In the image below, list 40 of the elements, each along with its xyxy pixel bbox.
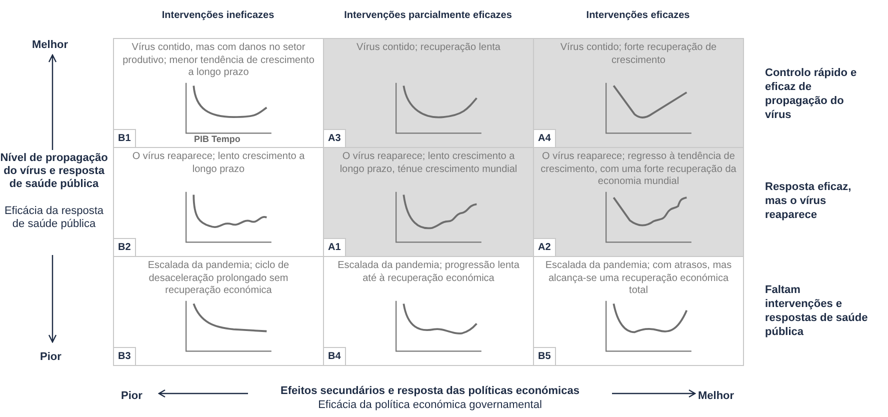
column-heading: Intervenções ineficazes — [160, 10, 276, 22]
scenario-text: Escalada da pandemia; ciclo de desaceleração prolongado sem recuperação económica — [146, 260, 290, 298]
scenario-text: Escalada da pandemia; com atrasos, mas alcança-se uma recuperação económica total — [544, 260, 733, 298]
scenario-cell — [323, 147, 534, 257]
column-heading: Intervenções parcialmente eficazes — [343, 10, 513, 22]
axis-title: Nível de propagação do vírus e resposta de saúde pública — [0, 152, 108, 191]
scenario-cell — [113, 38, 324, 148]
scenario-cell — [533, 256, 744, 366]
scenario-text: Vírus contido; forte recuperação de crescimento — [559, 42, 718, 67]
scenario-cell — [533, 147, 744, 257]
scenario-text: O vírus reaparece; lento crescimento a longo prazo — [131, 151, 306, 176]
row-label: Controlo rápido e eficaz de propagação do vírus — [765, 66, 858, 122]
row-label: Resposta eficaz, mas o vírus reaparece — [765, 180, 852, 222]
scenario-code: B4 — [324, 347, 346, 365]
scenario-cell — [533, 38, 744, 148]
axis-end-label: Melhor — [32, 38, 68, 53]
scenario-code: A1 — [324, 238, 346, 256]
scenario-text: Vírus contido; recuperação lenta — [356, 42, 502, 54]
scenario-code: A3 — [324, 129, 346, 147]
scenario-text: Escalada da pandemia; progressão lenta até à recuperação económica — [336, 260, 520, 285]
scenario-code: A4 — [534, 129, 556, 147]
scenario-text: Vírus contido, mas com danos no setor produtivo; menor tendência de crescimento a longo prazo — [122, 42, 316, 80]
scenario-text: O vírus reaparece; lento crescimento a longo prazo, ténue crescimento mundial — [338, 151, 518, 176]
axis-end-label: Pior — [121, 389, 142, 404]
scenario-cell — [323, 38, 534, 148]
axis-subtitle: Eficácia da resposta de saúde pública — [3, 205, 105, 231]
row-label: Faltam intervenções e respostas de saúde pública — [765, 283, 869, 339]
scenario-code: A2 — [534, 238, 556, 256]
column-heading: Intervenções eficazes — [585, 10, 691, 22]
axis-end-label: Pior — [40, 350, 62, 365]
scenario-code: B3 — [114, 347, 136, 365]
scenario-code: B2 — [114, 238, 136, 256]
scenario-code: B5 — [534, 347, 556, 365]
scenario-text: O vírus reaparece; regresso à tendência de crescimento, com uma forte recuperação da economia mundial — [540, 151, 737, 188]
axis-label: PIB Tempo — [194, 134, 240, 145]
scenario-cell — [113, 256, 324, 366]
axis-subtitle: Eficácia da política económica governamental — [317, 399, 543, 412]
axis-end-label: Melhor — [698, 389, 734, 404]
axis-title: Efeitos secundários e resposta das políticas económicas — [280, 385, 580, 398]
scenario-code: B1 — [114, 129, 136, 147]
